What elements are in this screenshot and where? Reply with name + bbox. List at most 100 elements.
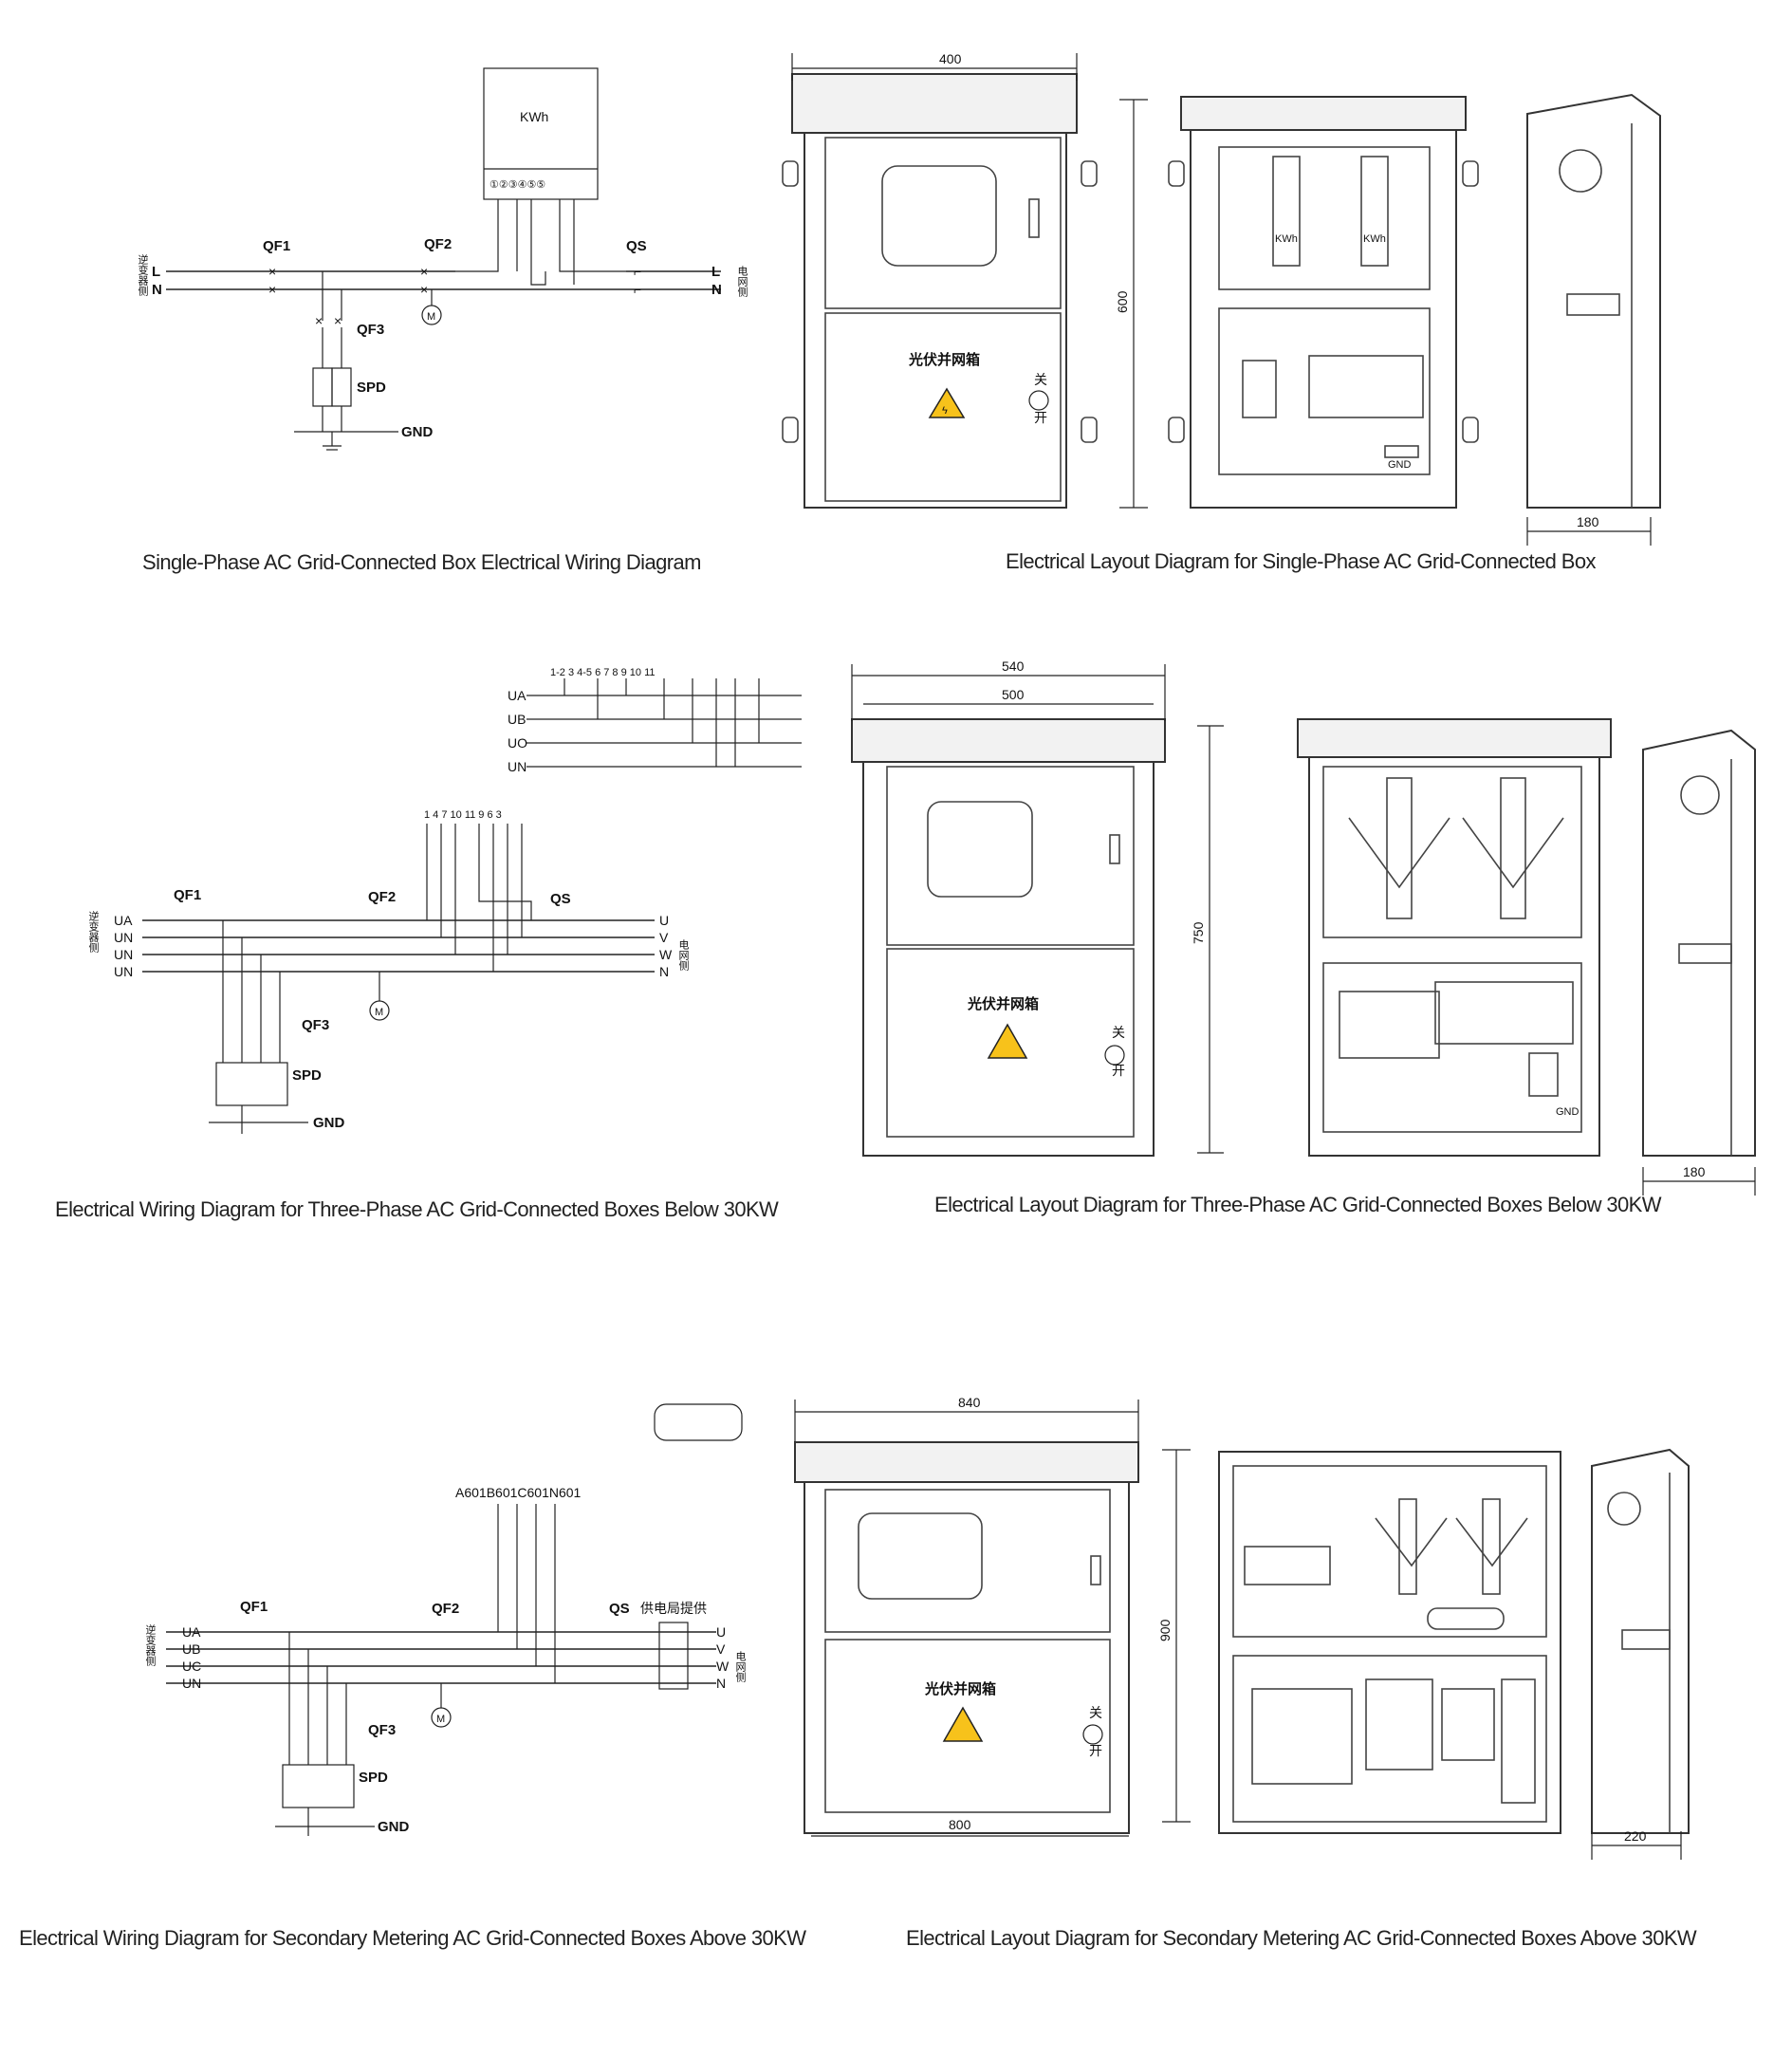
qf2-label: QF2 bbox=[424, 236, 452, 252]
svg-text:UO: UO bbox=[508, 735, 527, 751]
meter-socket-a bbox=[1272, 156, 1301, 267]
svg-text:UB: UB bbox=[182, 1641, 200, 1657]
dim-width: 400 bbox=[939, 51, 962, 66]
meter-socket-b bbox=[1360, 156, 1389, 267]
svg-text:U: U bbox=[659, 913, 669, 928]
svg-text:540: 540 bbox=[1002, 658, 1025, 674]
svg-text:180: 180 bbox=[1683, 1164, 1706, 1179]
svg-text:V: V bbox=[659, 930, 669, 945]
caption-three-phase-wiring: Electrical Wiring Diagram for Three-Phas… bbox=[55, 1197, 779, 1221]
door-handle bbox=[1028, 198, 1040, 238]
svg-text:GND: GND bbox=[1556, 1106, 1580, 1118]
svg-text:电网侧: 电网侧 bbox=[734, 1651, 747, 1683]
svg-text:GND: GND bbox=[313, 1115, 345, 1131]
box-lid bbox=[791, 73, 1078, 134]
svg-text:UN: UN bbox=[508, 759, 527, 774]
single-phase-wiring-diagram: KWh ①②③④⑤⑤ ×× ×× ⌐⌐ QF1 QF2 QS L N L N 逆… bbox=[137, 67, 748, 451]
svg-text:GND: GND bbox=[1388, 459, 1412, 471]
svg-text:N: N bbox=[716, 1676, 726, 1691]
svg-text:220: 220 bbox=[1624, 1828, 1647, 1844]
svg-text:QF1: QF1 bbox=[240, 1599, 268, 1615]
svg-text:KWh: KWh bbox=[1275, 233, 1298, 245]
caption-single-phase-layout: Electrical Layout Diagram for Single-Pha… bbox=[1006, 549, 1597, 573]
svg-text:1 4 7 10 11 9 6 3: 1 4 7 10 11 9 6 3 bbox=[424, 809, 502, 821]
svg-text:QS: QS bbox=[550, 891, 571, 907]
motor-symbol bbox=[421, 305, 442, 325]
spd-label: SPD bbox=[357, 380, 386, 396]
inverter-side-label: 逆变器侧 bbox=[137, 253, 149, 297]
qf1-label: QF1 bbox=[263, 238, 290, 254]
gnd-label: GND bbox=[401, 424, 434, 440]
qs-label: QS bbox=[626, 238, 647, 254]
svg-text:M: M bbox=[427, 311, 435, 323]
caption-secondary-wiring: Electrical Wiring Diagram for Secondary … bbox=[19, 1926, 806, 1950]
caption-secondary-layout: Electrical Layout Diagram for Secondary … bbox=[906, 1926, 1697, 1950]
svg-text:关: 关 bbox=[1034, 372, 1047, 387]
three-phase-layout-diagram: 光伏并网箱 关 开 540 500 750 GND bbox=[851, 658, 1756, 1196]
svg-text:×: × bbox=[315, 313, 323, 328]
svg-text:UN: UN bbox=[114, 964, 133, 979]
svg-text:×: × bbox=[268, 264, 276, 279]
svg-text:⌐: ⌐ bbox=[634, 282, 641, 297]
svg-text:QF2: QF2 bbox=[432, 1601, 459, 1617]
svg-text:光伏并网箱: 光伏并网箱 bbox=[967, 995, 1039, 1012]
switch-knob-icon bbox=[1028, 390, 1049, 411]
dim-depth: 180 bbox=[1577, 514, 1599, 529]
svg-text:QF1: QF1 bbox=[174, 887, 201, 903]
viewing-window bbox=[881, 165, 997, 267]
grid-l-label: L bbox=[711, 264, 720, 280]
svg-text:W: W bbox=[659, 947, 673, 962]
svg-text:×: × bbox=[420, 264, 428, 279]
svg-text:GND: GND bbox=[378, 1819, 410, 1835]
kwh-meter bbox=[483, 67, 599, 200]
qf3-label: QF3 bbox=[357, 322, 384, 338]
svg-text:UN: UN bbox=[182, 1676, 201, 1691]
svg-text:UB: UB bbox=[508, 712, 526, 727]
svg-text:逆变器侧: 逆变器侧 bbox=[87, 910, 100, 954]
single-phase-layout-diagram: 光伏并网箱 ϟ 关 开 400 600 KWh KWh GND bbox=[782, 51, 1661, 546]
secondary-metering-layout-diagram: 光伏并网箱 关 开 840 800 900 bbox=[794, 1395, 1690, 1860]
svg-text:A601B601C601N601: A601B601C601N601 bbox=[455, 1485, 582, 1500]
svg-text:N: N bbox=[659, 964, 669, 979]
svg-text:W: W bbox=[716, 1659, 730, 1674]
svg-text:SPD: SPD bbox=[292, 1067, 322, 1084]
svg-text:UA: UA bbox=[508, 688, 527, 703]
svg-text:QS: QS bbox=[609, 1601, 630, 1617]
svg-text:×: × bbox=[420, 282, 428, 297]
grid-n-label: N bbox=[711, 282, 722, 298]
enclosure-side bbox=[1526, 93, 1661, 509]
svg-text:UA: UA bbox=[182, 1624, 201, 1640]
svg-text:KWh: KWh bbox=[1363, 233, 1386, 245]
svg-text:800: 800 bbox=[949, 1817, 971, 1832]
enclosure-inside bbox=[1190, 129, 1457, 509]
svg-text:V: V bbox=[716, 1641, 726, 1657]
grid-side-label: 电网侧 bbox=[736, 266, 748, 298]
svg-text:750: 750 bbox=[1191, 921, 1206, 944]
svg-text:供电局提供: 供电局提供 bbox=[640, 1601, 707, 1616]
svg-text:900: 900 bbox=[1157, 1619, 1173, 1641]
warning-icon bbox=[928, 387, 966, 418]
svg-text:开: 开 bbox=[1089, 1743, 1102, 1758]
line-l-label: L bbox=[152, 264, 160, 280]
dim-height: 600 bbox=[1115, 290, 1130, 313]
svg-text:500: 500 bbox=[1002, 687, 1025, 702]
svg-text:×: × bbox=[334, 313, 342, 328]
svg-text:关: 关 bbox=[1112, 1025, 1125, 1040]
svg-text:×: × bbox=[268, 282, 276, 297]
svg-text:光伏并网箱: 光伏并网箱 bbox=[924, 1680, 996, 1697]
svg-text:M: M bbox=[436, 1714, 445, 1725]
svg-text:UN: UN bbox=[114, 930, 133, 945]
three-phase-wiring-diagram: 1-2 3 4-5 6 7 8 9 10 11 UA UB UO UN UA U… bbox=[87, 667, 802, 1134]
svg-text:电网侧: 电网侧 bbox=[677, 939, 690, 972]
svg-text:M: M bbox=[375, 1007, 383, 1018]
terminal-strip-label: 1-2 3 4-5 6 7 8 9 10 11 bbox=[550, 667, 656, 678]
svg-text:UA: UA bbox=[114, 913, 133, 928]
spd-module bbox=[312, 367, 333, 407]
svg-text:⌐: ⌐ bbox=[634, 264, 641, 279]
svg-text:关: 关 bbox=[1089, 1705, 1102, 1720]
box-title: 光伏并网箱 bbox=[908, 351, 980, 368]
svg-text:UN: UN bbox=[114, 947, 133, 962]
svg-text:UC: UC bbox=[182, 1659, 201, 1674]
svg-text:开: 开 bbox=[1112, 1063, 1125, 1078]
